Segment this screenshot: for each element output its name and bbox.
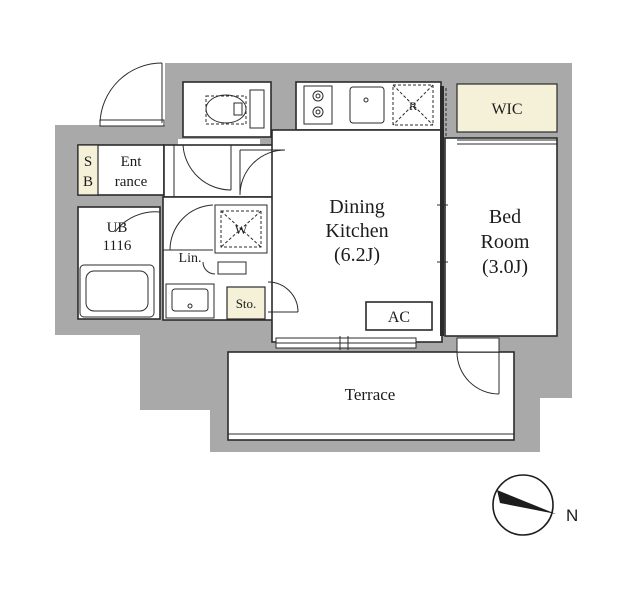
dining-kitchen-label-1: Dining xyxy=(329,196,385,218)
bedroom-label-1: Bed xyxy=(489,206,521,228)
sb-label-2: B xyxy=(83,174,93,190)
entrance-label-2: rance xyxy=(115,174,148,190)
refrigerator: R xyxy=(392,84,434,126)
terrace: Terrace xyxy=(228,385,514,435)
linen-closet: Lin. xyxy=(163,204,247,275)
storage-label: Sto. xyxy=(236,296,257,311)
interior-doors xyxy=(163,144,286,197)
compass: N xyxy=(492,474,578,536)
ub-label-1: UB xyxy=(107,220,128,236)
bedroom-terrace-door xyxy=(456,337,500,395)
ac-label: AC xyxy=(388,309,410,326)
washer-label: W xyxy=(235,222,248,237)
entry-door xyxy=(99,62,165,127)
storage: Sto. xyxy=(226,281,299,320)
linen-label: Lin. xyxy=(179,251,202,266)
bedroom-label-2: Room xyxy=(481,231,530,253)
wic-label: WIC xyxy=(491,101,522,118)
dining-kitchen-label-2: Kitchen xyxy=(325,220,388,242)
sb-label-1: S xyxy=(84,154,92,170)
partition-wall xyxy=(437,86,557,336)
air-conditioner: AC xyxy=(365,301,433,331)
washing-machine: W xyxy=(214,204,268,254)
toilet xyxy=(205,89,265,129)
dining-kitchen-label-3: (6.2J) xyxy=(334,244,380,266)
kitchen-sink xyxy=(349,86,385,124)
sliding-window xyxy=(275,336,417,350)
wash-basin xyxy=(165,283,215,319)
compass-circle xyxy=(492,474,554,536)
unit-bath: UB 1116 xyxy=(79,211,161,318)
shoe-box: S B xyxy=(77,144,99,196)
stove xyxy=(303,85,333,125)
walk-in-closet: WIC xyxy=(456,83,558,133)
refrigerator-label: R xyxy=(409,99,417,113)
entrance-label-1: Ent xyxy=(121,154,143,170)
ub-label-2: 1116 xyxy=(103,238,132,254)
terrace-label: Terrace xyxy=(345,385,396,404)
bedroom-label-3: (3.0J) xyxy=(482,256,528,278)
north-arrow-icon xyxy=(497,490,556,514)
compass-north-label: N xyxy=(566,506,578,525)
